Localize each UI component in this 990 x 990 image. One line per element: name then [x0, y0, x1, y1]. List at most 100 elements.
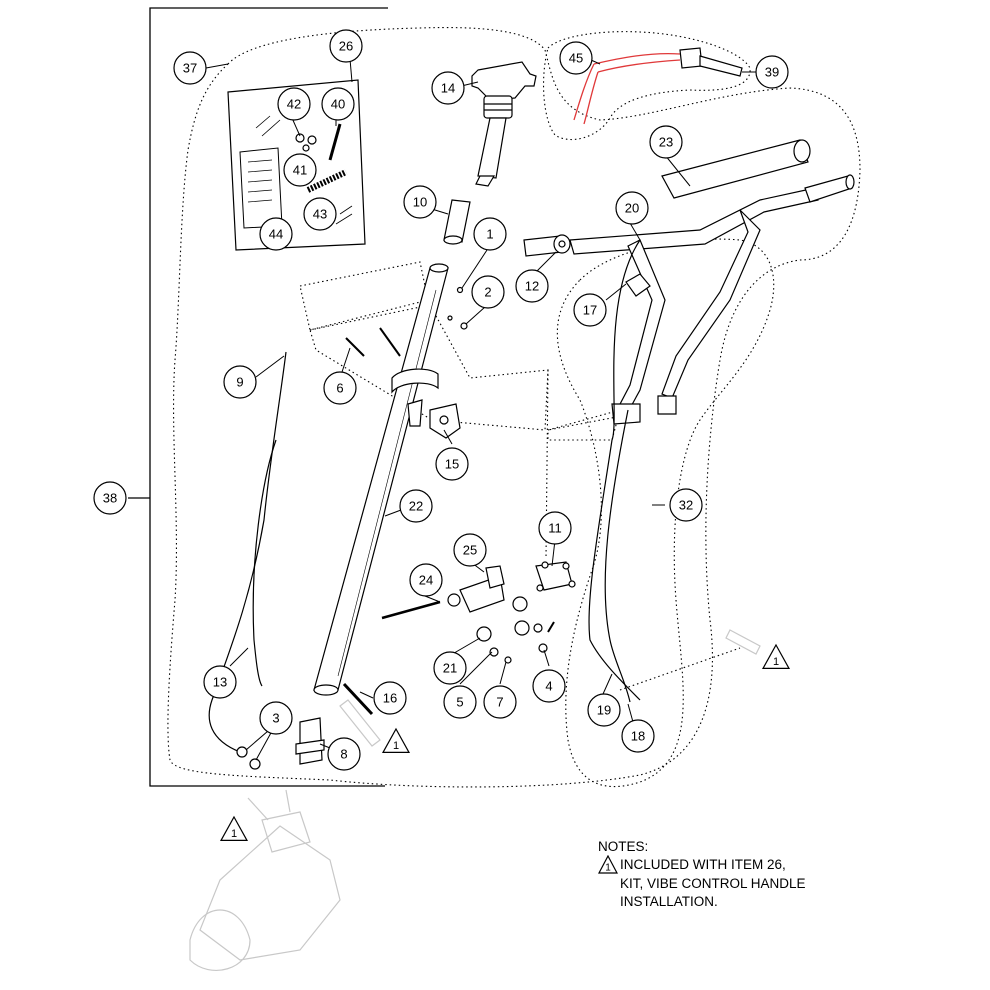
callout-circle	[373, 681, 407, 715]
callout-label: 44	[269, 227, 283, 242]
callout-label: 45	[569, 51, 583, 66]
callout-32: 32	[669, 488, 703, 522]
callout-label: 40	[331, 97, 345, 112]
callout-41: 41	[283, 153, 317, 187]
callout-label: 7	[496, 695, 503, 710]
callout-1: 1	[473, 217, 507, 251]
callout-42: 42	[277, 87, 311, 121]
callout-circle	[283, 153, 317, 187]
note-triangle-icon	[219, 815, 249, 841]
handle-grips	[523, 139, 855, 257]
callout-circle	[755, 55, 789, 89]
callout-circle	[453, 533, 487, 567]
wiring-harness	[573, 52, 681, 125]
callout-21: 21	[433, 651, 467, 685]
callout-label: 1	[486, 227, 493, 242]
callout-circle	[277, 87, 311, 121]
callout-circle	[403, 185, 437, 219]
callout-circle	[515, 269, 549, 303]
callout-13: 13	[203, 665, 237, 699]
callout-circle	[573, 293, 607, 327]
callout-17: 17	[573, 293, 607, 327]
callout-label: 8	[340, 747, 347, 762]
callout-25: 25	[453, 533, 487, 567]
callout-38: 38	[93, 481, 127, 515]
callout-4: 4	[532, 669, 566, 703]
callout-circle	[259, 217, 293, 251]
note-markers: 1 1 1	[219, 643, 791, 841]
callout-circle	[473, 217, 507, 251]
upper-shaft	[443, 61, 537, 245]
callout-label: 38	[103, 491, 117, 506]
callout-37: 37	[173, 51, 207, 85]
notes-block: NOTES: 1 INCLUDED WITH ITEM 26, KIT, VIB…	[598, 838, 806, 911]
callout-circle	[259, 701, 293, 735]
callout-circle	[532, 669, 566, 703]
callout-22: 22	[399, 489, 433, 523]
note-triangle-icon	[761, 643, 791, 669]
callout-circle	[669, 488, 703, 522]
outline-9	[299, 261, 429, 331]
callout-label: 22	[409, 499, 423, 514]
callout-label: 26	[339, 39, 353, 54]
callout-circle	[93, 481, 127, 515]
callout-label: 19	[597, 703, 611, 718]
callout-label: 3	[272, 711, 279, 726]
callout-label: 37	[183, 61, 197, 76]
note-marker-label: 1	[773, 656, 779, 668]
outline-39	[543, 31, 751, 141]
callout-circle	[433, 651, 467, 685]
callout-circle	[431, 71, 465, 105]
callout-label: 2	[484, 285, 491, 300]
callout-11: 11	[538, 511, 572, 545]
note-triangle-icon: 1	[598, 855, 618, 874]
callout-label: 12	[525, 279, 539, 294]
callout-label: 43	[313, 207, 327, 222]
callout-circle	[538, 511, 572, 545]
callout-label: 20	[625, 201, 639, 216]
outline-37	[167, 26, 861, 788]
callout-circle	[587, 693, 621, 727]
note-marker: 1	[381, 727, 411, 753]
linkage-hardware	[345, 286, 468, 439]
callout-circle	[327, 737, 361, 771]
callout-15: 15	[435, 447, 469, 481]
callout-circle	[323, 371, 357, 405]
note-marker: 1	[219, 815, 249, 841]
callout-circle	[173, 51, 207, 85]
callout-23: 23	[649, 125, 683, 159]
callout-label: 13	[213, 675, 227, 690]
callout-label: 42	[287, 97, 301, 112]
callout-circle	[471, 275, 505, 309]
callout-label: 23	[659, 135, 673, 150]
lower-coupler	[236, 682, 374, 770]
handle-tube	[313, 263, 449, 696]
callout-label: 9	[236, 375, 243, 390]
callout-10: 10	[403, 185, 437, 219]
callout-label: 41	[293, 163, 307, 178]
callout-6: 6	[323, 371, 357, 405]
callout-label: 15	[445, 457, 459, 472]
callout-14: 14	[431, 71, 465, 105]
note-triangle-label: 1	[605, 863, 611, 874]
callout-label: 16	[383, 691, 397, 706]
callout-39: 39	[755, 55, 789, 89]
callout-circle	[559, 41, 593, 75]
callout-circle	[615, 191, 649, 225]
callout-label: 25	[463, 543, 477, 558]
callout-16: 16	[373, 681, 407, 715]
callout-circle	[203, 665, 237, 699]
callout-label: 21	[443, 661, 457, 676]
callout-44: 44	[259, 217, 293, 251]
control-assembly	[381, 561, 576, 664]
callout-19: 19	[587, 693, 621, 727]
callout-20: 20	[615, 191, 649, 225]
callout-7: 7	[483, 685, 517, 719]
callout-5: 5	[443, 685, 477, 719]
callout-40: 40	[321, 87, 355, 121]
callouts: 1234567891011121314151617181920212223242…	[93, 29, 789, 771]
callout-label: 39	[765, 65, 779, 80]
callout-circle	[321, 87, 355, 121]
outline-15	[309, 304, 549, 431]
callout-circle	[329, 29, 363, 63]
